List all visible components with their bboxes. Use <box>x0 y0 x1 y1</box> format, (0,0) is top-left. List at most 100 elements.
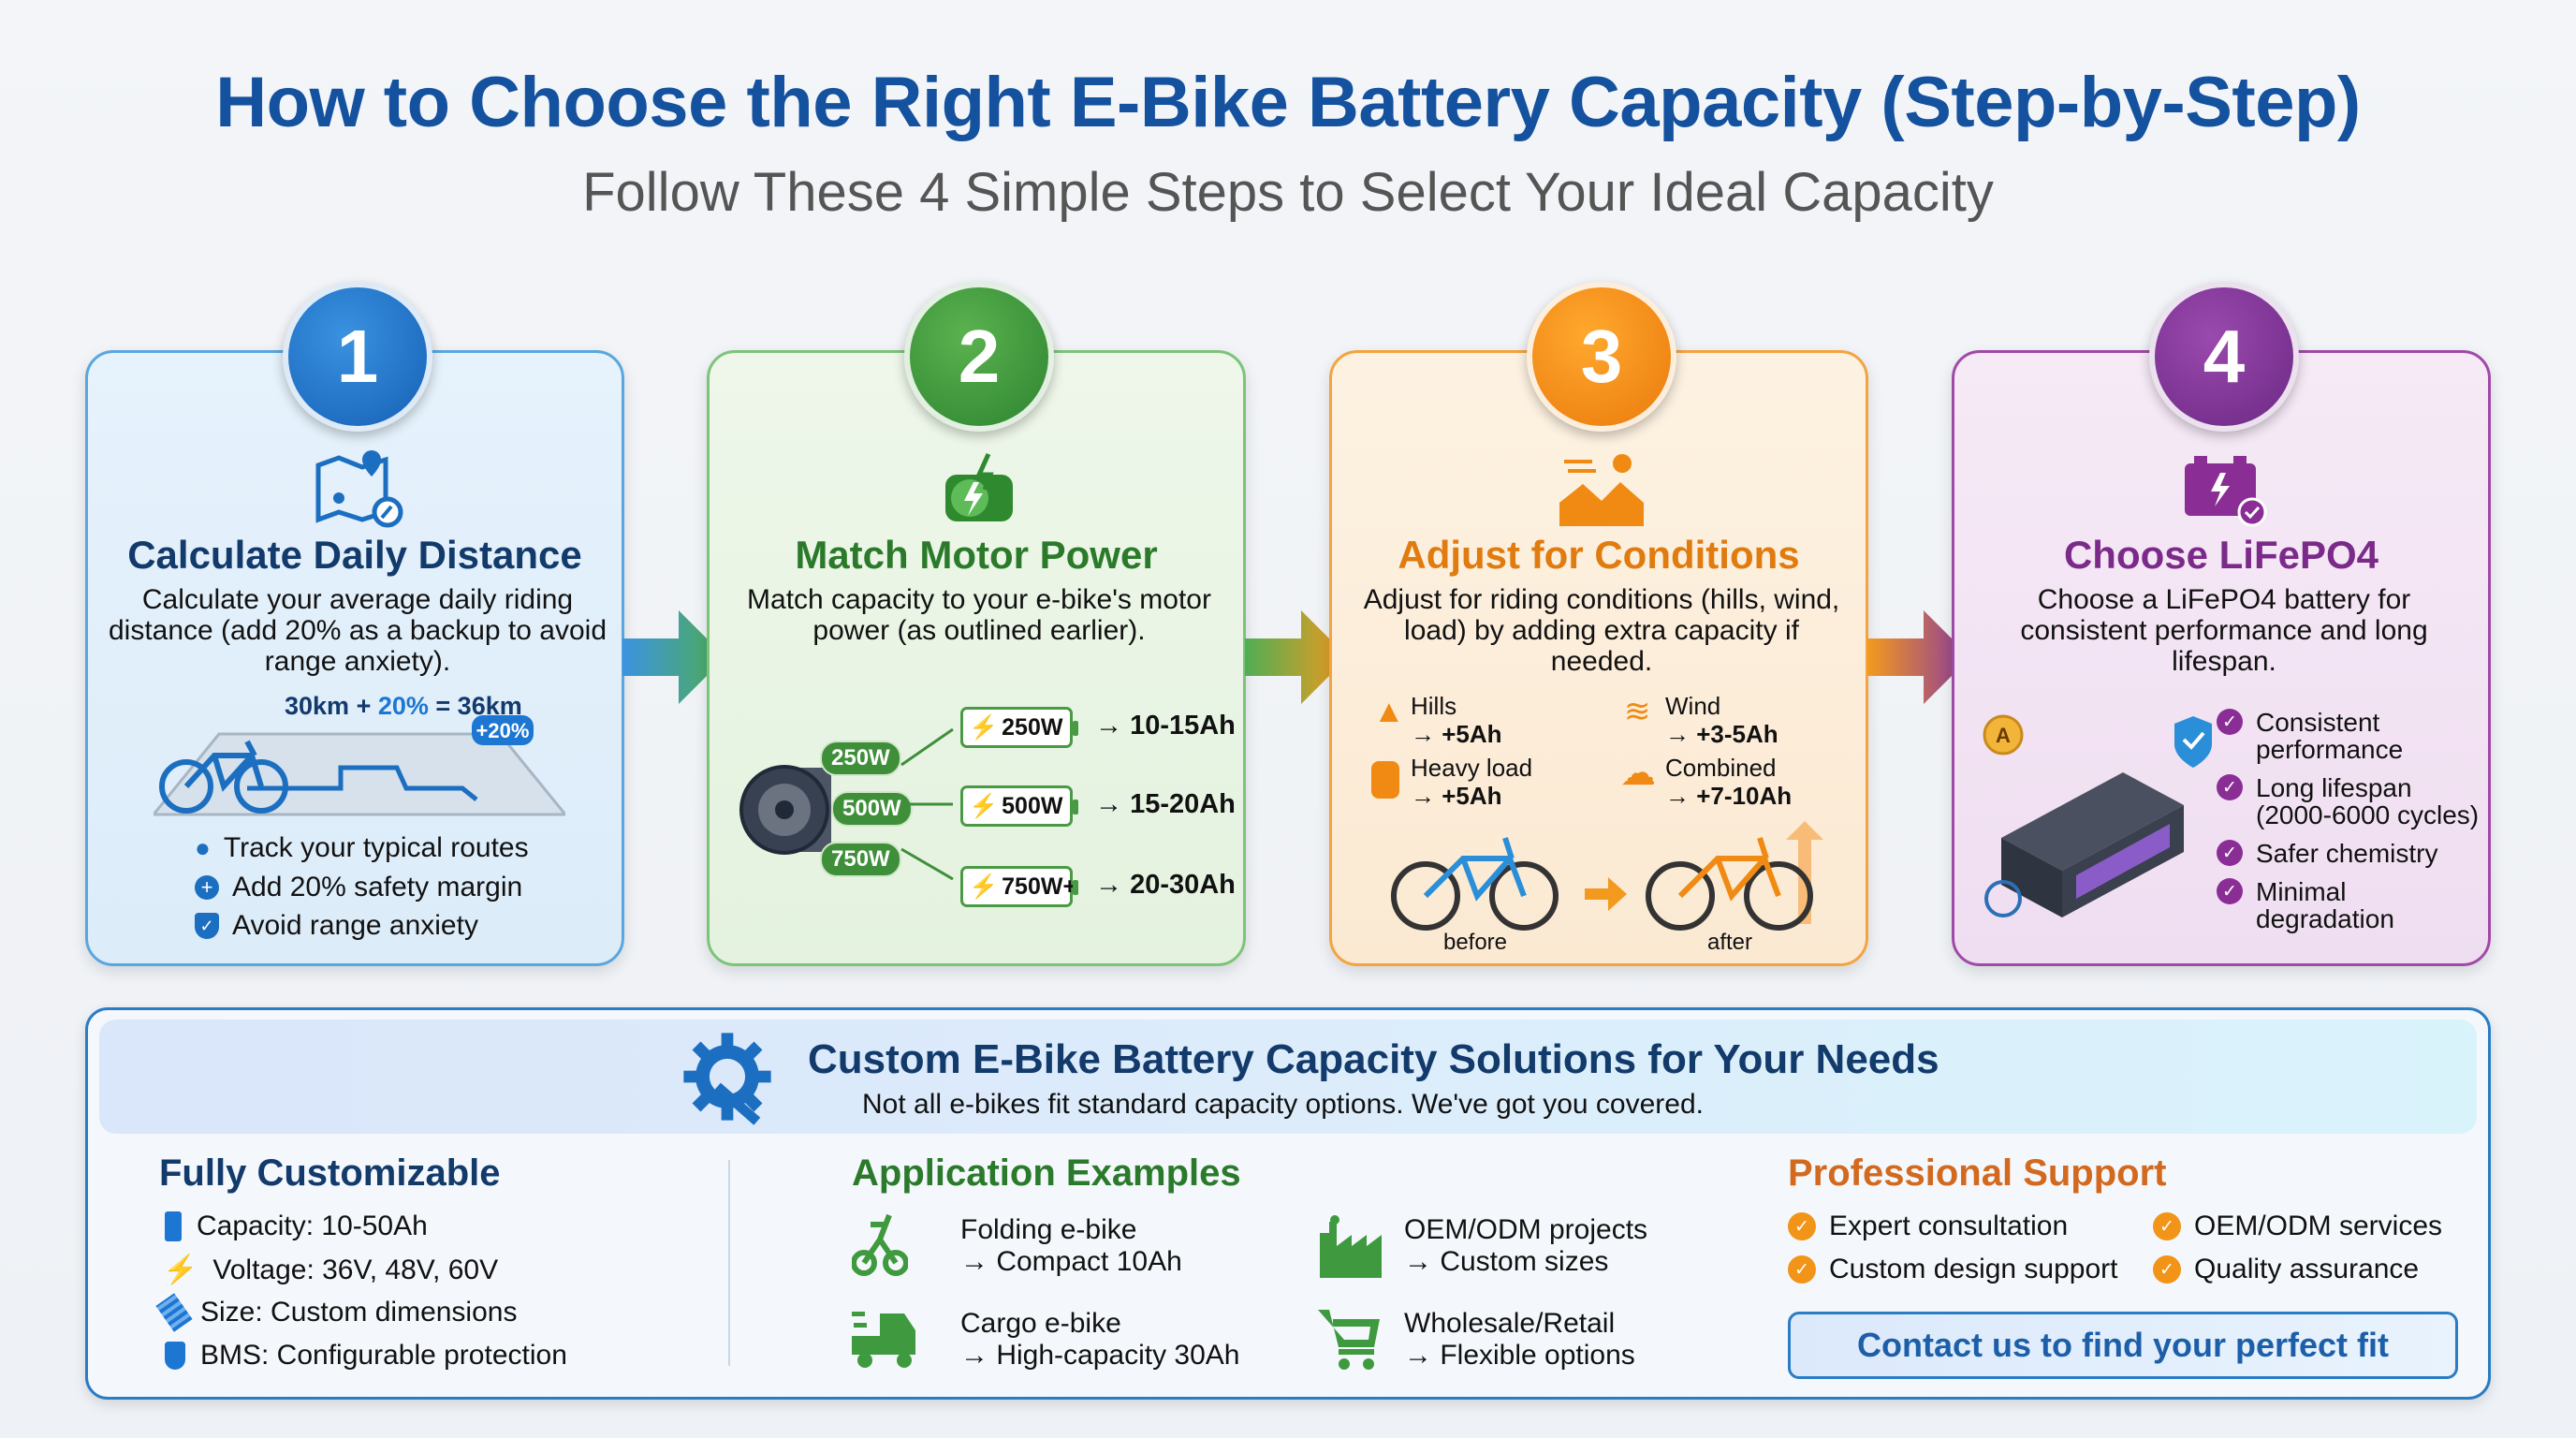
list-item: ✓OEM/ODM services <box>2153 1211 2442 1242</box>
benefit-text: Safer chemistry <box>2256 839 2438 868</box>
check-circle-icon: ✓ <box>2153 1255 2181 1284</box>
item-text: BMS: Configurable protection <box>200 1340 567 1371</box>
mountain-icon: ▲ <box>1373 694 1405 729</box>
after-label: after <box>1706 930 1753 955</box>
shield-check-icon: ✓ <box>195 913 219 939</box>
list-item: ✓Avoid range anxiety <box>195 910 478 942</box>
item-text: Custom design support <box>1829 1254 2118 1284</box>
support-heading: Professional Support <box>1788 1152 2167 1194</box>
benefit-text: degradation <box>2256 904 2394 933</box>
check-circle-icon: ✓ <box>2217 840 2243 866</box>
shield-icon <box>165 1342 185 1370</box>
column-divider <box>728 1160 730 1366</box>
item-text: Voltage: 36V, 48V, 60V <box>212 1254 499 1285</box>
check-circle-icon: ✓ <box>1788 1255 1816 1284</box>
check-circle-icon: ✓ <box>2217 774 2243 800</box>
formula-margin: 20% <box>377 692 429 720</box>
folding-bike-icon <box>852 1213 908 1276</box>
arrow-right-icon <box>1867 610 1970 704</box>
bolt-icon: ⚡ <box>969 792 999 819</box>
connector-arrows <box>900 727 954 881</box>
step-description: Match capacity to your e-bike's motor po… <box>747 584 1211 646</box>
before-label: before <box>1442 930 1508 955</box>
battery-label: 750W+ <box>1002 873 1077 900</box>
margin-badge: +20% <box>476 719 530 742</box>
factory-icon <box>1320 1215 1382 1278</box>
item-text: Quality assurance <box>2194 1254 2420 1284</box>
contact-us-button[interactable]: Contact us to find your perfect fit <box>1788 1312 2458 1379</box>
condition-add: → +5Ah <box>1411 782 1502 810</box>
step-title: Adjust for Conditions <box>1398 533 1800 577</box>
list-item: ✓ Custom design support <box>1788 1254 2118 1285</box>
step-title: Choose LiFePO4 <box>2063 533 2379 577</box>
arrow-right-icon <box>622 610 725 704</box>
application-detail: → Flexible options <box>1404 1340 1635 1371</box>
step-title: Calculate Daily Distance <box>127 533 582 577</box>
motor-bolt-icon <box>945 452 1013 521</box>
cargo-truck-icon <box>852 1312 915 1368</box>
applications-heading: Application Examples <box>852 1152 1241 1194</box>
capacity-value: 15-20Ah <box>1130 789 1236 819</box>
condition-name: Hills <box>1411 692 1457 720</box>
item-text: Expert consultation <box>1829 1211 2069 1241</box>
page-subtitle: Follow These 4 Simple Steps to Select Yo… <box>582 162 1994 223</box>
step-number-badge: 2 <box>904 282 1054 432</box>
shopping-cart-icon <box>1318 1310 1380 1370</box>
battery-box: ⚡250W <box>960 707 1078 748</box>
formula-equals: = <box>428 692 458 720</box>
application-name: Wholesale/Retail <box>1404 1308 1616 1339</box>
condition-heavy-load: Heavy load→ +5Ah <box>1371 754 1533 810</box>
benefit-text: (2000-6000 cycles) <box>2256 800 2480 829</box>
step-description: Choose a LiFePO4 battery for consistent … <box>2020 584 2428 677</box>
step-card-2: 2 Match Motor Power Match capacity to yo… <box>707 282 1246 966</box>
terrain-weather-icon <box>1559 454 1644 526</box>
step-card-1: 1 Calculate Daily Distance Calculate you… <box>85 282 624 966</box>
condition-hills: ▲Hills→ +5Ah <box>1373 692 1502 748</box>
custom-solutions-banner: Custom E-Bike Battery Capacity Solutions… <box>99 1020 2477 1134</box>
condition-name: Heavy load <box>1411 754 1533 782</box>
check-circle-icon: ✓ <box>1788 1212 1816 1240</box>
bullet-text: Track your typical routes <box>223 832 529 863</box>
backpack-icon <box>1371 761 1399 799</box>
battery-check-icon <box>2185 456 2267 527</box>
list-item: +Add 20% safety margin <box>195 872 522 903</box>
application-item: Cargo e-bike→ High-capacity 30Ah <box>960 1308 1239 1372</box>
step-title: Match Motor Power <box>795 533 1158 577</box>
gear-wrench-icon <box>683 1033 771 1125</box>
custom-solutions-panel: Custom E-Bike Battery Capacity Solutions… <box>85 1007 2491 1400</box>
step-description: Adjust for riding conditions (hills, win… <box>1363 584 1840 677</box>
battery-box: ⚡750W+ <box>960 866 1078 907</box>
motor-power-pill: 500W <box>831 791 913 827</box>
location-pin-icon: ● <box>195 833 211 862</box>
benefit-text: performance <box>2256 735 2404 764</box>
wind-icon: ≋ <box>1624 694 1651 729</box>
benefit-text: Long lifespan <box>2256 773 2412 802</box>
formula-base: 30km <box>285 692 350 720</box>
application-detail: → Custom sizes <box>1404 1246 1609 1277</box>
page-title: How to Choose the Right E-Bike Battery C… <box>215 63 2361 142</box>
benefit-item: ✓ Long lifespan(2000-6000 cycles) <box>2217 774 2479 829</box>
condition-add: → +5Ah <box>1411 720 1502 748</box>
storm-cloud-icon: ☁ <box>1620 754 1656 793</box>
step-description: Calculate your average daily riding dist… <box>108 584 607 677</box>
bolt-icon: ⚡ <box>969 873 999 900</box>
battery-icon <box>165 1211 182 1241</box>
hub-motor-icon <box>739 765 831 855</box>
bolt-icon: ⚡ <box>969 713 999 741</box>
ruler-icon <box>155 1293 193 1332</box>
distance-formula: 30km + 20% = 36km <box>285 692 522 721</box>
motor-power-pill: 750W <box>820 842 901 877</box>
check-circle-icon: ✓ <box>2217 709 2243 735</box>
step-card-3: 3 Adjust for Conditions Adjust for ridin… <box>1329 282 1868 966</box>
list-item: ● Track your typical routes <box>195 832 529 864</box>
customizable-heading: Fully Customizable <box>159 1152 501 1194</box>
application-item: Wholesale/Retail→ Flexible options <box>1404 1308 1635 1372</box>
step-number-badge: 4 <box>2149 282 2299 432</box>
step-card-4: 4 Choose LiFePO4 Choose a LiFePO4 batter… <box>1952 282 2491 966</box>
condition-name: Combined <box>1665 754 1777 782</box>
arrow-right-icon <box>1245 610 1348 704</box>
svg-text:A: A <box>1996 724 2011 747</box>
condition-name: Wind <box>1665 692 1721 720</box>
